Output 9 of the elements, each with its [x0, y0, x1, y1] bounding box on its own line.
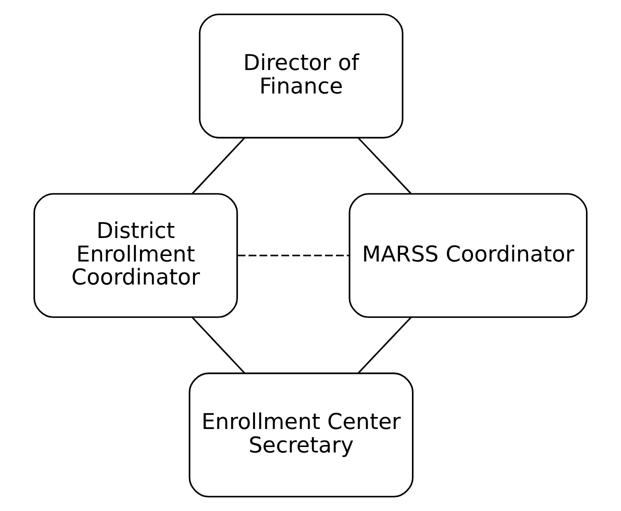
connector [358, 316, 412, 374]
connector [238, 254, 350, 256]
node-box: District Enrollment Coordinator [33, 193, 238, 318]
node-box: MARSS Coordinator [348, 193, 588, 318]
node-box: Enrollment Center Secretary [188, 372, 414, 498]
connector [358, 137, 412, 194]
connector [192, 316, 245, 374]
node-box: Director of Finance [198, 14, 404, 138]
connector [192, 137, 246, 194]
